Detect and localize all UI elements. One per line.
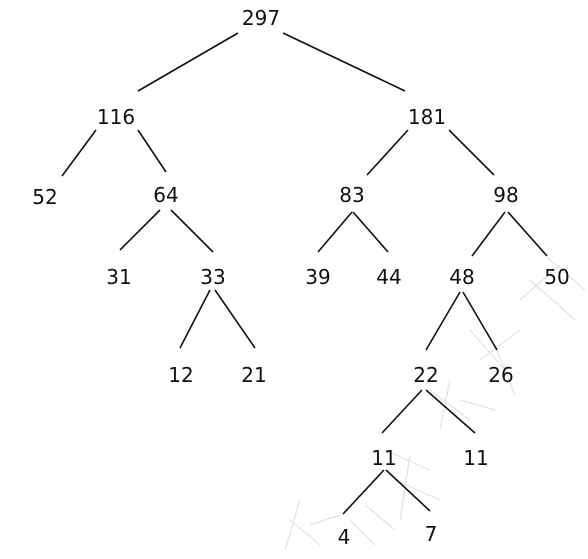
edge-48-26: [462, 291, 498, 351]
edge-116-52: [61, 129, 97, 177]
edge-83-44: [352, 211, 389, 253]
node-116: 116: [97, 105, 135, 129]
node-44: 44: [376, 265, 401, 289]
node-98: 98: [493, 183, 518, 207]
edge-83-39: [317, 211, 353, 253]
edge-181-98: [448, 129, 495, 176]
node-64: 64: [153, 183, 178, 207]
node-52: 52: [32, 185, 57, 209]
edge-22-11a: [381, 389, 423, 434]
node-26: 26: [488, 363, 513, 387]
node-7: 7: [425, 522, 438, 546]
node-48: 48: [449, 265, 474, 289]
watermark: [284, 257, 586, 551]
node-12: 12: [168, 363, 193, 387]
edge-11-4: [342, 469, 385, 515]
node-22: 22: [413, 363, 438, 387]
edge-116-64: [137, 129, 167, 173]
node-33: 33: [200, 265, 225, 289]
edges: [61, 32, 548, 515]
edge-297-181: [282, 32, 406, 92]
edge-48-22: [425, 291, 461, 351]
node-181: 181: [408, 105, 446, 129]
edge-181-83: [366, 129, 409, 176]
edge-98-50: [507, 211, 548, 257]
node-11-left: 11: [371, 446, 396, 470]
node-21: 21: [241, 363, 266, 387]
node-50: 50: [544, 265, 569, 289]
edge-33-12: [179, 289, 211, 349]
edge-33-21: [214, 289, 256, 349]
node-31: 31: [106, 265, 131, 289]
node-4: 4: [338, 525, 351, 549]
node-83: 83: [339, 183, 364, 207]
edge-64-33: [170, 209, 214, 253]
node-297: 297: [242, 6, 280, 30]
edge-98-48: [471, 211, 506, 257]
edge-22-11b: [425, 389, 476, 434]
edge-11-7: [385, 469, 431, 512]
nodes: 297 116 181 52 64 83 98 31 33 39 44 48 5…: [32, 6, 569, 549]
edge-297-116: [137, 32, 239, 92]
edge-64-31: [119, 209, 161, 251]
node-39: 39: [305, 265, 330, 289]
node-11-right: 11: [463, 446, 488, 470]
